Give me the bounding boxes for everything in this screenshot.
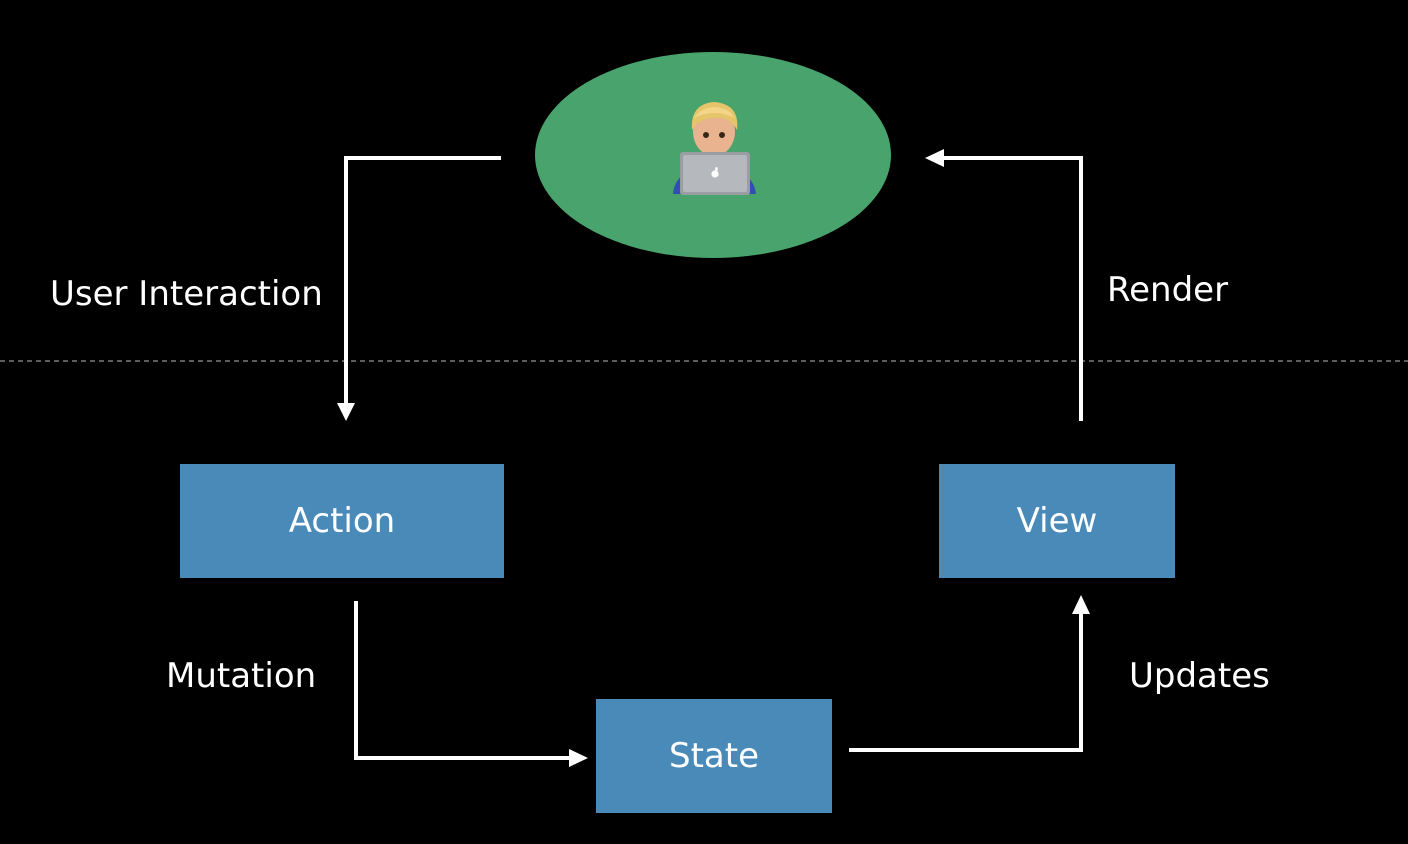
action-label: Action	[289, 501, 395, 541]
view-label: View	[1017, 501, 1098, 541]
updates-label: Updates	[1129, 656, 1270, 696]
render-label: Render	[1107, 270, 1228, 310]
user-interaction-label: User Interaction	[50, 274, 323, 314]
mutation-arrow	[354, 601, 588, 767]
action-box	[180, 464, 504, 578]
render-arrow	[925, 149, 1083, 421]
mutation-label: Mutation	[166, 656, 316, 696]
state-box	[596, 699, 832, 813]
user-interaction-arrow	[337, 156, 501, 421]
state-label: State	[669, 736, 759, 776]
view-box	[939, 464, 1175, 578]
technologist-at-laptop-icon	[673, 102, 756, 195]
updates-arrow	[849, 595, 1090, 752]
